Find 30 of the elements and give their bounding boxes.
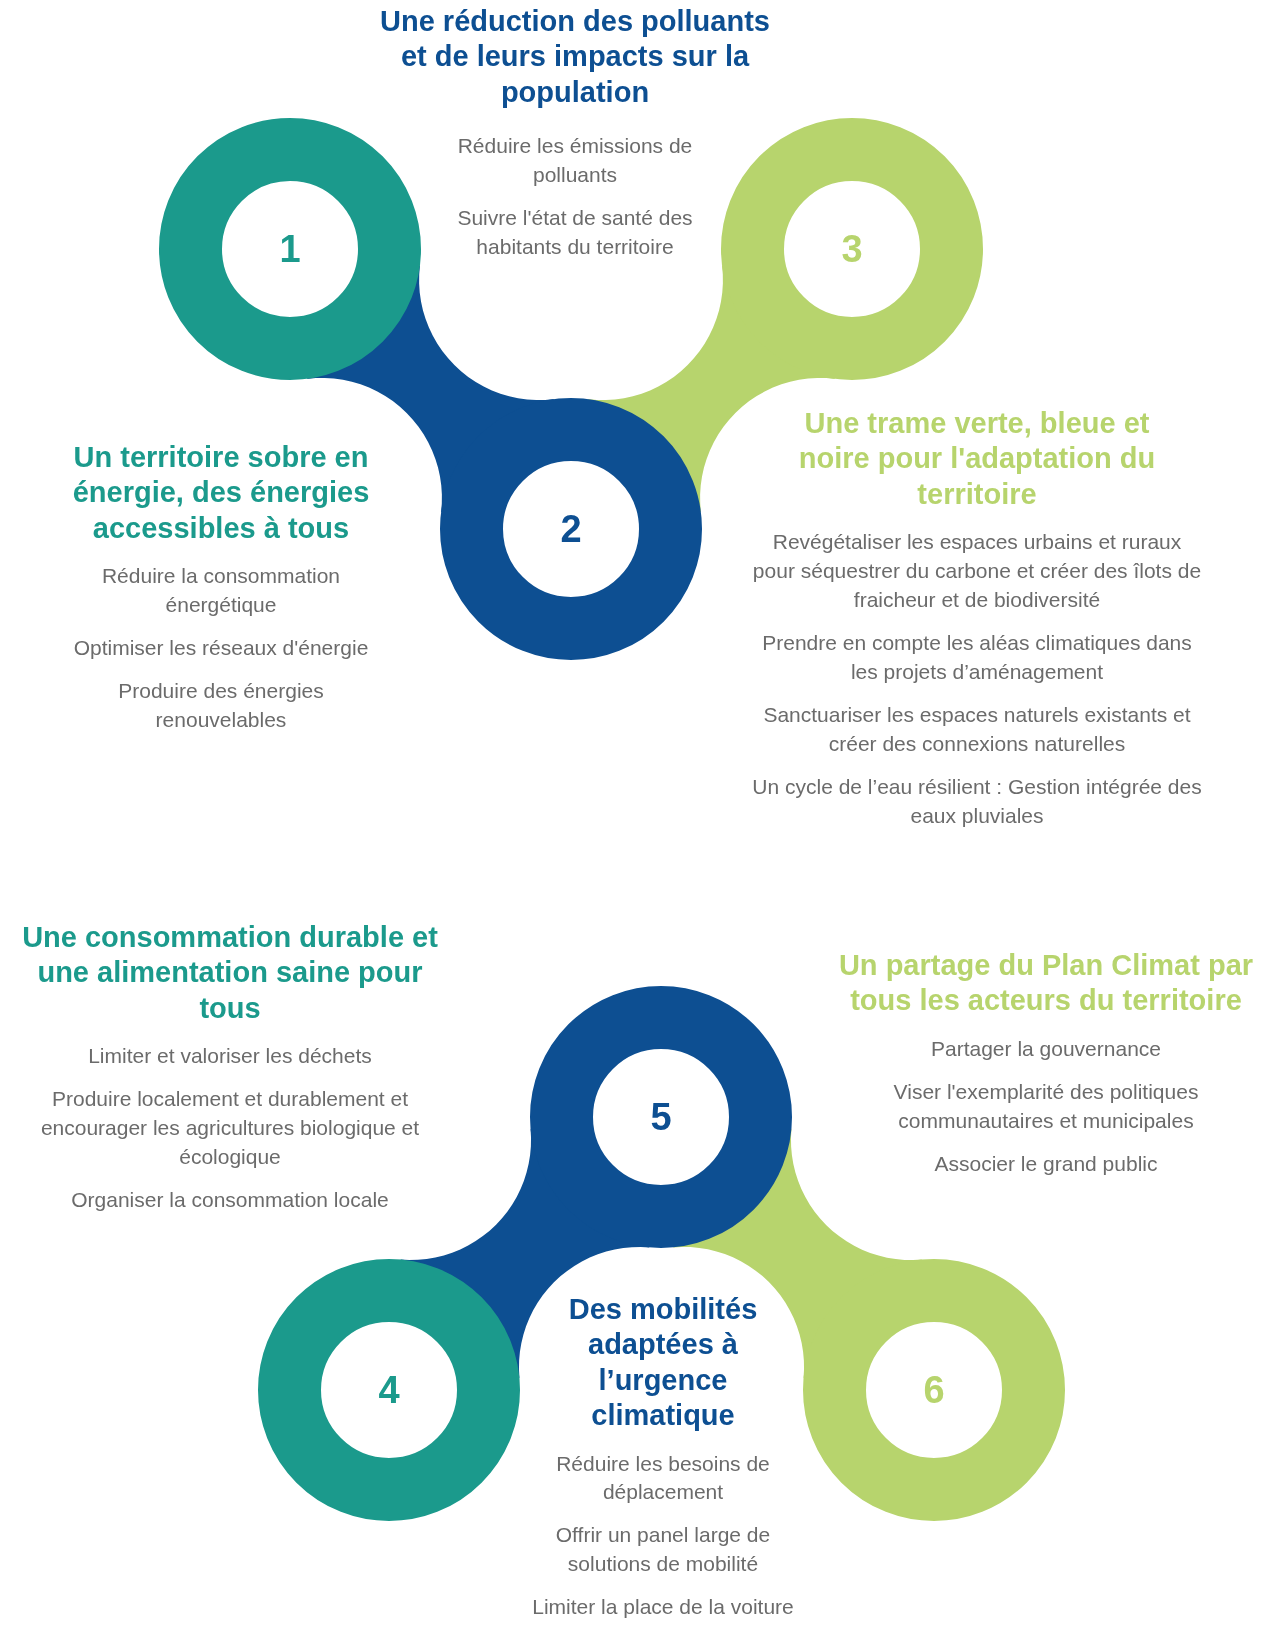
action-text: Réduire les émissions de polluants [456, 133, 694, 189]
action-text: Optimiser les réseaux d'énergie [72, 635, 370, 662]
action-text: Offrir un panel large de solutions de mobilité [554, 1522, 772, 1578]
action-text: Prendre en compte les aléas climatiques dans les projets d’aménagement [761, 630, 1193, 685]
action-text: Limiter et valoriser les déchets [87, 1043, 373, 1070]
section-heading: Des mobilités adaptées à l’urgence climatique [567, 1292, 759, 1434]
action-text: Réduire la consommation énergétique [100, 563, 342, 619]
section-heading: Une trame verte, bleue et noire pour l'adaptation du territoire [797, 406, 1157, 512]
section-heading: Un territoire sobre en énergie, des énergies accessibles à tous [71, 440, 371, 546]
step-number: 3 [841, 230, 863, 268]
action-text: Produire des énergies renouvelables [117, 678, 325, 733]
action-text: Associer le grand public [933, 1150, 1159, 1177]
action-text: Un cycle de l’eau résilient : Gestion intégrée des eaux pluviales [751, 773, 1203, 829]
action-text: Limiter la place de la voiture [531, 1594, 795, 1621]
step-number: 6 [923, 1371, 945, 1409]
action-text: Produire localement et durablement et encourager les agricultures biologique et écologique [39, 1086, 421, 1171]
action-text: Viser l'exemplarité des politiques communautaires et municipales [892, 1078, 1200, 1134]
action-text: Sanctuariser les espaces naturels existants et créer des connexions naturelles [762, 701, 1192, 757]
section-heading: Une réduction des polluants et de leurs impacts sur la population [379, 4, 771, 110]
section-heading: Un partage du Plan Climat par tous les acteurs du territoire [837, 948, 1255, 1019]
section-heading: Une consommation durable et une alimentation saine pour tous [21, 920, 439, 1026]
action-text: Revégétaliser les espaces urbains et ruraux pour séquestrer du carbone et créer des îlots de fraicheur et de biodiversité [751, 529, 1203, 614]
step-number: 5 [650, 1098, 672, 1136]
step-number: 4 [378, 1371, 400, 1409]
action-text: Organiser la consommation locale [70, 1187, 390, 1213]
step-number: 2 [560, 510, 582, 548]
step-number: 1 [279, 230, 301, 268]
action-text: Réduire les besoins de déplacement [555, 1450, 771, 1506]
action-text: Suivre l'état de santé des habitants du territoire [456, 205, 694, 261]
action-text: Partager la gouvernance [930, 1035, 1162, 1062]
